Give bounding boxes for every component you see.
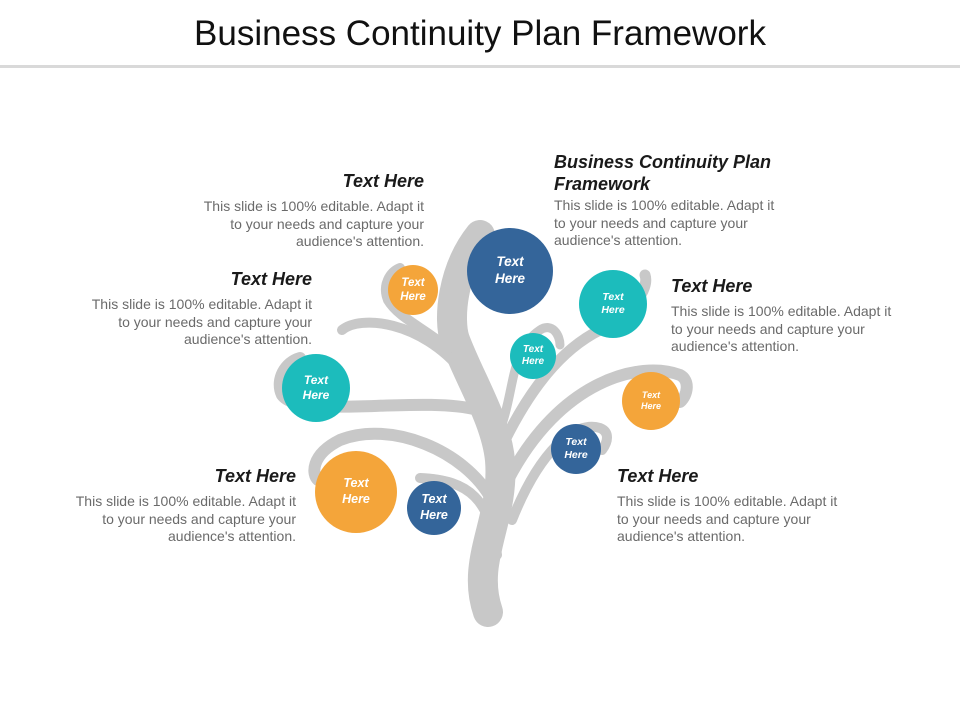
branch-lower-left [308, 427, 498, 506]
block-heading: Business Continuity Plan Framework [554, 152, 772, 194]
node-label: Text Here [342, 476, 370, 506]
branch-left-mid [337, 317, 468, 377]
circle-node-orange-top: Text Here [388, 265, 438, 315]
node-label: Text Here [640, 389, 661, 411]
node-label: Text Here [420, 492, 448, 522]
node-label: Text Here [601, 290, 625, 316]
circle-node-orange-large: Text Here [315, 451, 397, 533]
block-body: This slide is 100% editable. Adapt it to… [617, 493, 838, 544]
title-divider [0, 65, 960, 68]
block-body: This slide is 100% editable. Adapt it to… [75, 493, 296, 544]
node-label: Text Here [521, 343, 545, 368]
circle-node-teal-left: Text Here [282, 354, 350, 422]
node-label: Text Here [564, 435, 588, 461]
circle-node-orange-right: Text Here [622, 372, 680, 430]
text-block-bottom-right: Text Here This slide is 100% editable. A… [617, 465, 841, 546]
branch-upper-left [380, 263, 460, 360]
circle-node-navy-right: Text Here [551, 424, 601, 474]
node-label: Text Here [494, 254, 526, 286]
block-heading: Text Here [230, 269, 312, 289]
block-body: This slide is 100% editable. Adapt it to… [554, 197, 775, 248]
node-label: Text Here [400, 276, 426, 303]
branch-navy-lower [415, 473, 502, 560]
text-block-mid-right: Text Here This slide is 100% editable. A… [671, 275, 895, 356]
tree-trunk [437, 220, 516, 627]
block-heading: Text Here [214, 466, 296, 486]
text-block-top-right: Business Continuity Plan Framework This … [554, 151, 782, 250]
block-body: This slide is 100% editable. Adapt it to… [203, 198, 424, 249]
branch-right-navy [507, 421, 612, 525]
text-block-top-left: Text Here This slide is 100% editable. A… [200, 170, 424, 251]
circle-node-navy-large: Text Here [467, 228, 553, 314]
circle-node-teal-right: Text Here [579, 270, 647, 338]
text-block-mid-left: Text Here This slide is 100% editable. A… [88, 268, 312, 349]
circle-node-teal-small: Text Here [510, 333, 556, 379]
page-title: Business Continuity Plan Framework [194, 14, 766, 53]
block-heading: Text Here [342, 171, 424, 191]
branch-right-orange [502, 364, 693, 486]
node-label: Text Here [302, 373, 330, 402]
block-body: This slide is 100% editable. Adapt it to… [671, 303, 892, 354]
block-body: This slide is 100% editable. Adapt it to… [91, 296, 312, 347]
block-heading: Text Here [617, 466, 699, 486]
text-block-bottom-left: Text Here This slide is 100% editable. A… [72, 465, 296, 546]
branch-mid-right [495, 323, 565, 435]
circle-node-navy-bottom: Text Here [407, 481, 461, 535]
block-heading: Text Here [671, 276, 753, 296]
